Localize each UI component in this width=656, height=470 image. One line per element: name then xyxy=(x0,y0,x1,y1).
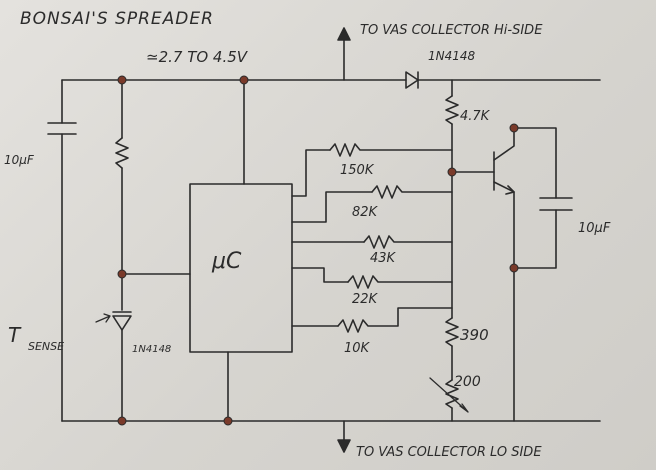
cap-left-label: 10μF xyxy=(4,153,35,167)
mcu-label: μC xyxy=(211,249,242,274)
resistor-ladder xyxy=(291,143,453,333)
capacitor-right xyxy=(513,197,573,269)
r2-label: 82K xyxy=(352,205,379,220)
r-top-label: 4.7K xyxy=(460,109,491,124)
t-sense-sub-label: SENSE xyxy=(28,340,64,353)
diode-top-label: 1N4148 xyxy=(428,49,476,63)
r4-label: 22K xyxy=(352,292,379,307)
sense-branch xyxy=(115,79,191,311)
trim-label: 200 xyxy=(454,374,481,390)
bottom-connection-arrow xyxy=(337,420,351,453)
supply-voltage-label: ≃2.7 TO 4.5V xyxy=(146,48,249,66)
r-390-label: 390 xyxy=(460,326,489,344)
capacitor-left xyxy=(47,122,77,135)
right-resistor-chain xyxy=(429,79,469,422)
cap-right-label: 10μF xyxy=(578,221,611,236)
r5-label: 10K xyxy=(344,341,371,356)
t-sense-label: T xyxy=(8,323,22,347)
top-connection-arrow xyxy=(337,27,351,81)
schematic-title: BONSAI'S SPREADER xyxy=(20,9,214,29)
r1-label: 150K xyxy=(340,163,375,178)
r3-label: 43K xyxy=(370,251,397,266)
diode-sense xyxy=(95,311,132,422)
top-connection-label: TO VAS COLLECTOR Hi-SIDE xyxy=(360,23,543,38)
bottom-connection-label: TO VAS COLLECTOR LO SIDE xyxy=(356,445,542,460)
diode-top xyxy=(405,71,419,89)
diode-sense-label: 1N4148 xyxy=(132,344,171,355)
junction-dots xyxy=(117,75,519,426)
